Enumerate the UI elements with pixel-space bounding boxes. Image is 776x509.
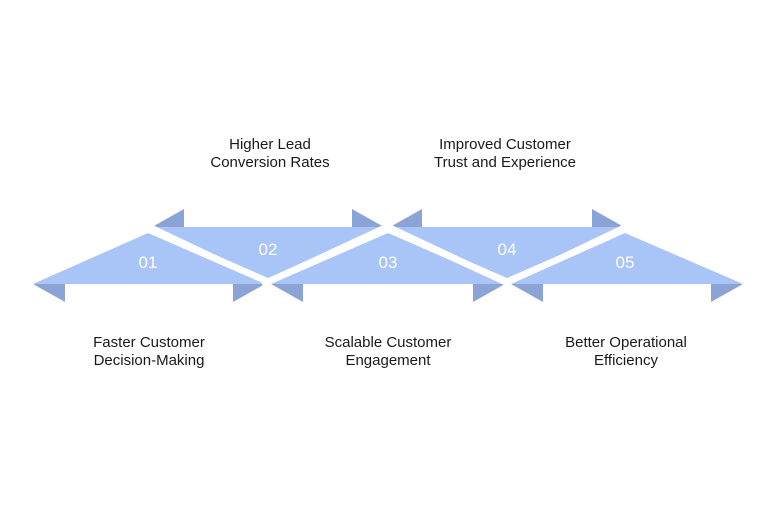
step-01-number: 01	[139, 253, 158, 272]
step-04-triangle	[390, 227, 624, 278]
step-04-fold-left	[390, 209, 422, 227]
step-05-label-line-2: Efficiency	[594, 352, 658, 369]
step-03-fold-left	[271, 284, 303, 302]
step-02-label-line-2: Conversion Rates	[210, 154, 330, 171]
step-02-fold-right	[352, 209, 384, 227]
step-02-label-line-1: Higher Lead	[229, 136, 311, 153]
step-01-fold-right	[233, 284, 265, 302]
step-05-label: Better Operational Efficiency	[516, 334, 736, 370]
step-05-label-line-1: Better Operational	[565, 334, 687, 351]
step-01-triangle	[33, 233, 265, 284]
step-01-label-line-2: Decision-Making	[93, 352, 205, 369]
step-03-number: 03	[379, 253, 398, 272]
step-04-number: 04	[498, 240, 517, 259]
step-02-fold-left	[152, 209, 184, 227]
step-02-triangle	[152, 227, 384, 278]
separator-line	[149, 224, 273, 287]
step-01-label: Faster Customer Decision-Making	[39, 334, 259, 370]
step-05-number: 05	[616, 253, 635, 272]
step-01-label-line-1: Faster Customer	[93, 334, 205, 351]
step-04-fold-right	[592, 209, 624, 227]
step-04-label-line-1: Improved Customer	[439, 136, 571, 153]
step-05-fold-right	[711, 284, 743, 302]
step-03-triangle	[271, 233, 505, 284]
step-03-label: Scalable Customer Engagement	[278, 334, 498, 370]
step-05-triangle	[511, 233, 743, 284]
step-01-fold-left	[33, 284, 65, 302]
separator-line	[260, 224, 387, 287]
step-04-label: Improved Customer Trust and Experience	[395, 136, 615, 172]
step-02-label: Higher Lead Conversion Rates	[160, 136, 380, 172]
step-02-number: 02	[259, 240, 278, 259]
separator-line	[388, 224, 513, 287]
step-03-label-line-2: Engagement	[345, 352, 431, 369]
step-05-fold-left	[511, 284, 543, 302]
step-04-label-line-2: Trust and Experience	[433, 154, 577, 171]
step-03-label-line-1: Scalable Customer	[324, 334, 452, 351]
separator-line	[503, 224, 626, 287]
step-03-fold-right	[473, 284, 505, 302]
